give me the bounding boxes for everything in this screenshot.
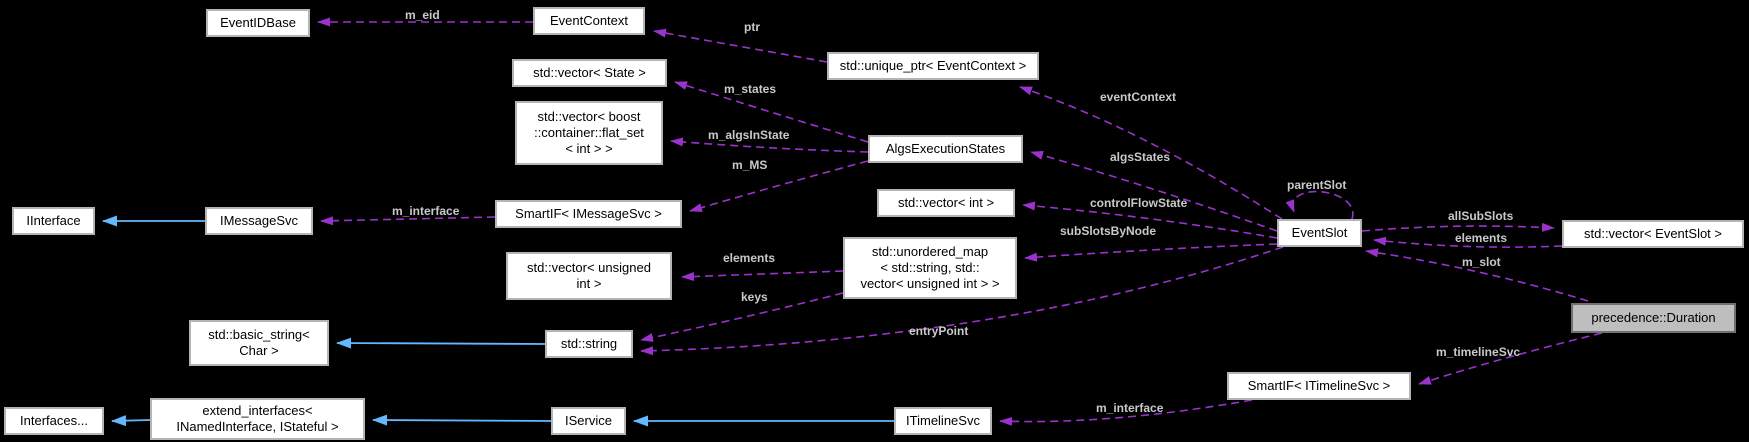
node-event-context[interactable]: EventContext [533,7,645,35]
edge-ptr [653,28,828,63]
edge-label-m-states: m_states [724,82,777,96]
edge-m-ms [689,160,869,212]
edge-label-m-timeline-svc: m_timelineSvc [1436,345,1521,359]
edge-event-context [1019,86,1283,220]
node-precedence-duration: precedence::Duration [1571,303,1736,333]
edge-m-timeline-svc [1418,332,1603,385]
edge-m-interface-timeline [999,399,1253,426]
node-algs-execution-states[interactable]: AlgsExecutionStates [868,135,1023,163]
edge-label-parent-slot: parentSlot [1287,178,1347,192]
edge-m-slot [1365,248,1589,302]
node-itimelinesvc[interactable]: ITimelineSvc [894,407,992,435]
node-std-string[interactable]: std::string [545,330,633,358]
edge-algs-states [1030,150,1278,232]
edge-inherit-extend-interfaces [111,415,151,427]
node-extend-interfaces[interactable]: extend_interfaces< INamedInterface, ISta… [150,398,365,440]
edge-label-m-eid: m_eid [405,8,440,22]
node-interfaces[interactable]: Interfaces... [4,407,104,435]
edge-label-event-context: eventContext [1100,90,1177,104]
edge-label-all-sub-slots: allSubSlots [1448,209,1514,223]
edge-elements-slot [1373,236,1563,248]
node-smartif-itimelinesvc[interactable]: SmartIF< ITimelineSvc > [1227,372,1411,400]
node-event-slot[interactable]: EventSlot [1277,219,1362,247]
node-imessagesvc[interactable]: IMessageSvc [205,207,313,235]
edge-label-algs-states: algsStates [1110,150,1171,164]
edge-parent-slot-loop [1285,190,1354,220]
node-basic-string[interactable]: std::basic_string< Char > [189,320,329,366]
edge-label-elements-map: elements [723,251,776,265]
edge-control-flow-state [1022,201,1278,239]
edge-label-m-slot: m_slot [1462,255,1501,269]
edge-label-m-ms: m_MS [732,158,768,172]
edge-label-elements-slot: elements [1455,231,1508,245]
edge-label-sub-slots-by-node: subSlotsByNode [1060,224,1157,238]
node-iservice[interactable]: IService [551,407,626,435]
node-vector-unsigned-int[interactable]: std::vector< unsigned int > [506,252,672,300]
node-iinterface[interactable]: IInterface [12,207,95,235]
node-vector-int[interactable]: std::vector< int > [877,189,1015,217]
edge-m-algs-in-state [670,137,869,153]
node-vector-event-slot[interactable]: std::vector< EventSlot > [1562,220,1744,248]
edge-label-entry-point: entryPoint [909,324,969,338]
node-vector-state[interactable]: std::vector< State > [512,59,667,87]
edge-m-interface-msg [320,216,496,226]
edge-inherit-string-basicstring [336,337,546,349]
edge-sub-slots-by-node [1024,243,1278,262]
node-vector-flat-set[interactable]: std::vector< boost ::container::flat_set… [515,101,663,165]
edge-label-m-algs-in-state: m_algsInState [708,128,790,142]
node-smartif-imessagesvc[interactable]: SmartIF< IMessageSvc > [495,200,682,228]
edge-label-m-interface-timeline: m_interface [1096,401,1164,415]
edge-label-ptr: ptr [744,20,760,34]
edge-label-control-flow-state: controlFlowState [1090,196,1188,210]
edge-inherit-iservice-extend [372,414,552,426]
edge-entry-point [640,246,1284,356]
edge-elements-map [681,270,844,282]
edge-label-m-interface-msg: m_interface [392,204,460,218]
edge-label-keys: keys [741,290,768,304]
node-event-id-base[interactable]: EventIDBase [206,9,310,37]
edge-all-sub-slots [1361,222,1555,232]
node-unique-ptr-event-context[interactable]: std::unique_ptr< EventContext > [827,52,1039,80]
node-unordered-map[interactable]: std::unordered_map < std::string, std:: … [843,237,1017,299]
